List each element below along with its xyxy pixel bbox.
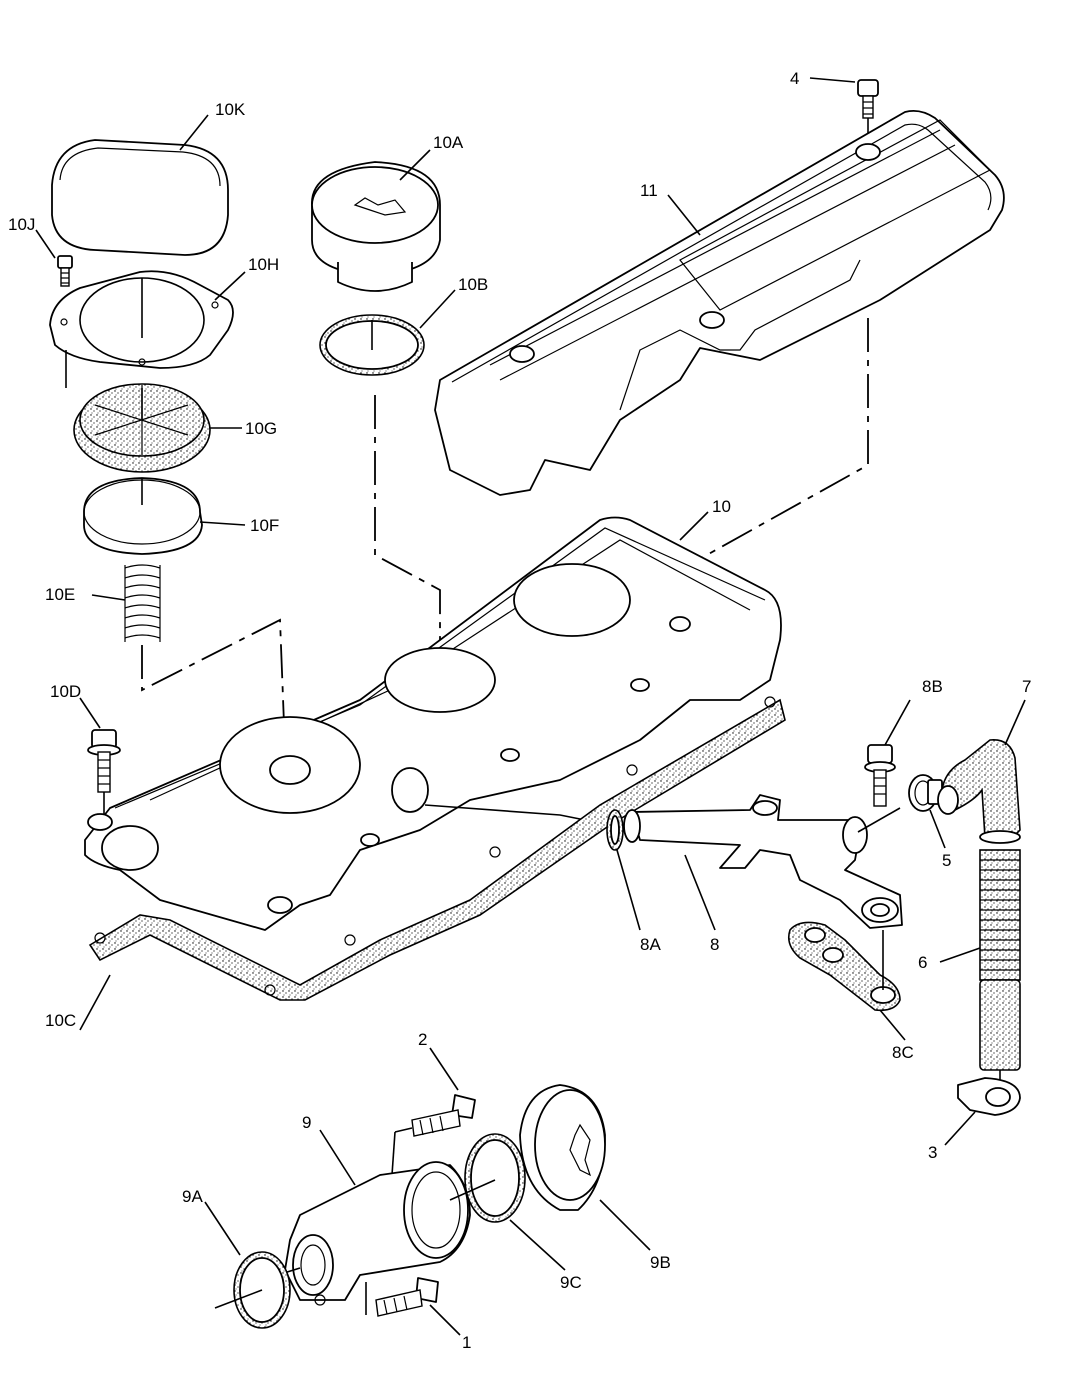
part-7-elbow-hose bbox=[937, 739, 1021, 844]
label-9c: 9C bbox=[560, 1273, 582, 1292]
label-8b: 8B bbox=[922, 677, 943, 696]
label-4: 4 bbox=[790, 69, 799, 88]
part-9b-cap bbox=[519, 1084, 606, 1211]
label-2: 2 bbox=[418, 1030, 427, 1049]
label-10e: 10E bbox=[45, 585, 75, 604]
part-9-filler-neck bbox=[267, 1161, 471, 1306]
label-10k: 10K bbox=[215, 100, 246, 119]
label-10j: 10J bbox=[8, 215, 35, 234]
label-10f: 10F bbox=[250, 516, 279, 535]
part-10f-cup bbox=[83, 477, 203, 555]
part-10d-bolt bbox=[87, 729, 121, 825]
label-10d: 10D bbox=[50, 682, 81, 701]
label-1: 1 bbox=[462, 1333, 471, 1352]
part-9a-seal bbox=[214, 1251, 291, 1329]
leader-lines bbox=[35, 77, 1026, 1336]
part-8-breather-tube bbox=[623, 794, 903, 929]
part-2-bolt bbox=[391, 1094, 476, 1176]
label-10: 10 bbox=[712, 497, 731, 516]
part-3-bracket bbox=[957, 1077, 1021, 1116]
label-5: 5 bbox=[942, 851, 951, 870]
label-10g: 10G bbox=[245, 419, 277, 438]
label-10a: 10A bbox=[433, 133, 464, 152]
label-7: 7 bbox=[1022, 677, 1031, 696]
part-8a-oring bbox=[606, 809, 624, 851]
label-8: 8 bbox=[710, 935, 719, 954]
part-10-valve-cover-body bbox=[84, 516, 782, 931]
label-10c: 10C bbox=[45, 1011, 76, 1030]
label-9b: 9B bbox=[650, 1253, 671, 1272]
part-10j-bolt bbox=[57, 255, 73, 287]
callout-labels: 10K 10J 10H 10G 10F 10E 10D 10A 10B 4 11… bbox=[8, 69, 1031, 1352]
part-10e-spring bbox=[124, 564, 286, 751]
part-10k-cover bbox=[51, 139, 229, 256]
label-6: 6 bbox=[918, 953, 927, 972]
label-10b: 10B bbox=[458, 275, 488, 294]
part-10b-seal bbox=[319, 314, 441, 690]
label-9a: 9A bbox=[182, 1187, 203, 1206]
label-10h: 10H bbox=[248, 255, 279, 274]
part-6-corrugated-hose bbox=[979, 849, 1021, 1085]
part-10a-filler-cap bbox=[311, 161, 441, 292]
part-1-bolt bbox=[365, 1277, 439, 1317]
part-9c-seal bbox=[449, 1133, 526, 1223]
label-8a: 8A bbox=[640, 935, 661, 954]
part-8c-gasket bbox=[787, 921, 901, 1012]
part-10c-gasket bbox=[88, 696, 786, 1001]
label-11: 11 bbox=[640, 181, 658, 200]
part-5-clamp bbox=[908, 774, 943, 812]
part-10g-diaphragm bbox=[73, 383, 211, 473]
label-9: 9 bbox=[302, 1113, 311, 1132]
part-8b-bolt bbox=[864, 744, 896, 807]
label-3: 3 bbox=[928, 1143, 937, 1162]
part-11-valve-cover bbox=[434, 109, 1005, 496]
label-8c: 8C bbox=[892, 1043, 914, 1062]
part-10h-plate bbox=[49, 270, 234, 388]
